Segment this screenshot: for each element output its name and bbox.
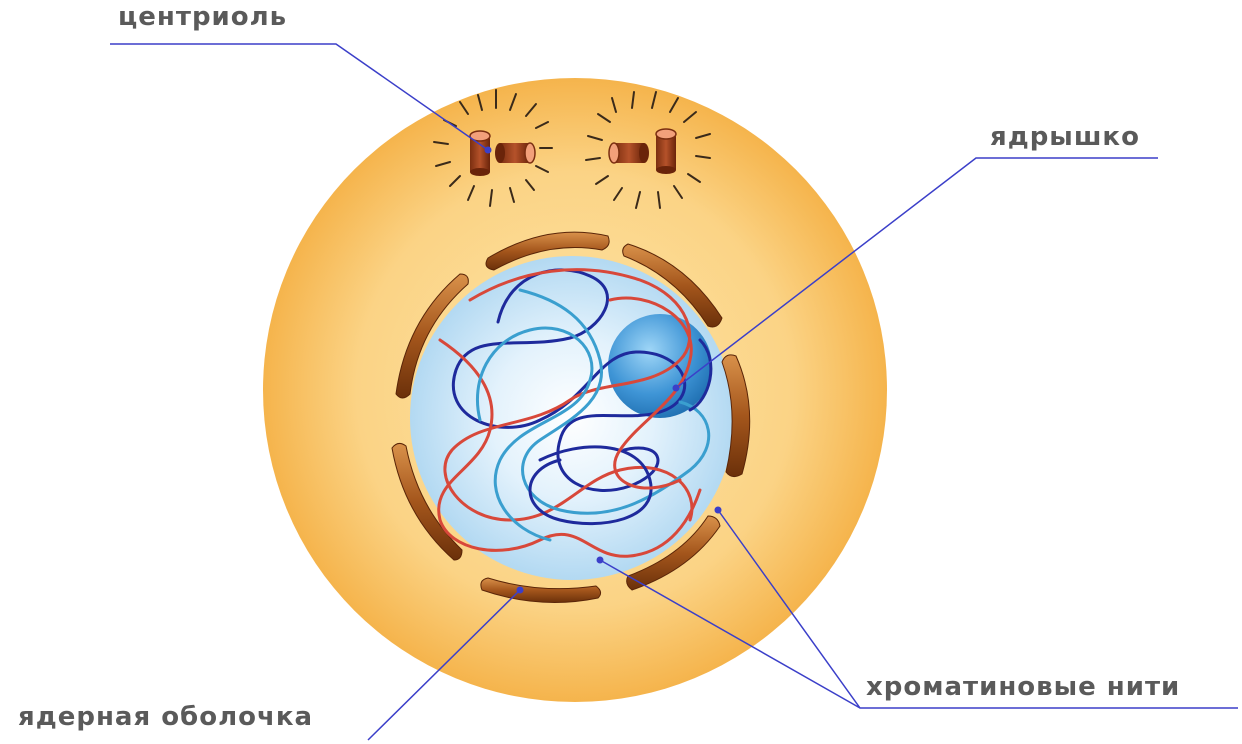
label-centriole: центриоль: [118, 2, 287, 32]
nucleolus: [608, 314, 712, 418]
label-nucleolus: ядрышко: [990, 122, 1140, 152]
label-chromatin: хроматиновые нити: [866, 672, 1180, 702]
label-nuclear-envelope: ядерная оболочка: [18, 702, 313, 732]
